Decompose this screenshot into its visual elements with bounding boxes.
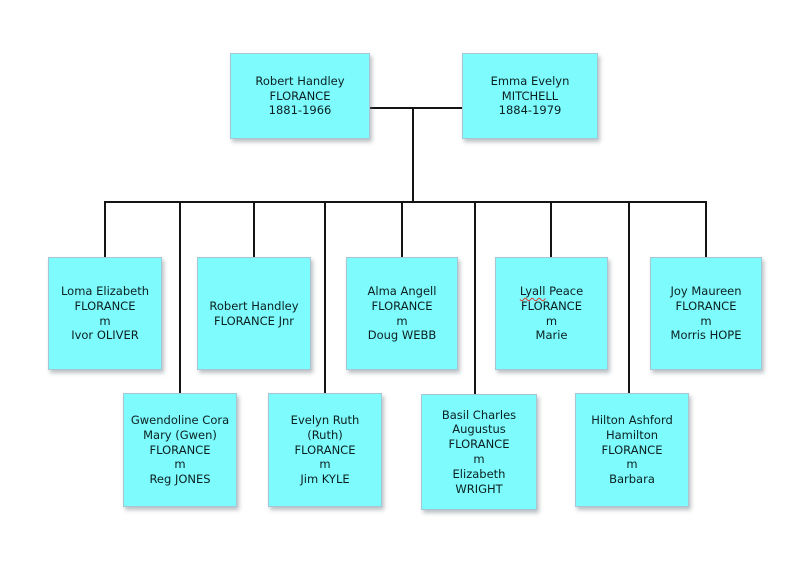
- person-name-line: Alma Angell: [367, 283, 437, 298]
- connector-stub-robert-jnr: [253, 202, 255, 258]
- person-name-line: Loma Elizabeth: [60, 283, 150, 298]
- person-surname-line: FLORANCE: [448, 437, 510, 452]
- person-name-line-2: (Ruth): [307, 427, 343, 442]
- connector-stub-evelyn: [324, 202, 326, 395]
- person-box-joy-maureen-florance[interactable]: Joy Maureen FLORANCE m Morris HOPE: [650, 257, 762, 370]
- marriage-abbrev: m: [319, 457, 331, 472]
- marriage-abbrev: m: [473, 452, 485, 466]
- spouse-surname-line: WRIGHT: [455, 481, 503, 496]
- person-surname-line: FLORANCE: [74, 298, 136, 313]
- person-name-line: Evelyn Ruth: [290, 413, 360, 427]
- connector-stub-gwendoline: [179, 202, 181, 395]
- marriage-abbrev: m: [174, 457, 186, 472]
- person-name-line: Emma Evelyn: [490, 73, 570, 88]
- person-name-line: Lyall Peace: [520, 284, 583, 299]
- person-name-line-2: Hamilton: [605, 427, 659, 442]
- person-box-alma-angell-florance[interactable]: Alma Angell FLORANCE m Doug WEBB: [346, 257, 458, 370]
- marriage-abbrev: m: [626, 457, 638, 472]
- person-box-robert-handley-florance-jnr[interactable]: Robert Handley FLORANCE Jnr: [197, 257, 311, 370]
- person-surname-line: MITCHELL: [501, 88, 559, 103]
- person-box-lyall-peace-florance[interactable]: Lyall Peace FLORANCE m Marie: [495, 257, 608, 370]
- spouse-name-line: Ivor OLIVER: [71, 328, 139, 343]
- spouse-name-line: Barbara: [609, 472, 655, 487]
- spouse-name-line: Marie: [535, 328, 568, 343]
- person-box-basil-charles-augustus-florance[interactable]: Basil Charles Augustus FLORANCE m Elizab…: [421, 394, 537, 510]
- spouse-name-line: Morris HOPE: [670, 328, 742, 343]
- spouse-name-line: Elizabeth: [452, 466, 506, 481]
- person-box-evelyn-ruth-florance[interactable]: Evelyn Ruth (Ruth) FLORANCE m Jim KYLE: [268, 393, 382, 507]
- connector-stub-joy: [705, 202, 707, 258]
- connector-marriage-line: [368, 107, 464, 109]
- marriage-abbrev: m: [396, 313, 408, 328]
- person-name-line: Robert Handley: [255, 73, 345, 88]
- person-box-gwendoline-cora-mary-florance[interactable]: Gwendoline Cora Mary (Gwen) FLORANCE m R…: [123, 393, 237, 507]
- connector-stub-alma: [401, 202, 403, 258]
- person-surname-line: FLORANCE: [601, 442, 663, 457]
- connector-sibling-rail: [104, 201, 707, 203]
- person-surname-line: FLORANCE: [675, 298, 737, 313]
- connector-marriage-drop: [412, 108, 414, 203]
- person-box-hilton-ashford-hamilton-florance[interactable]: Hilton Ashford Hamilton FLORANCE m Barba…: [575, 393, 689, 507]
- person-name-line: Gwendoline Cora: [130, 413, 230, 427]
- person-name-line: Hilton Ashford: [591, 413, 673, 427]
- person-dates-line: 1881-1966: [268, 103, 332, 118]
- spouse-name-line: Jim KYLE: [300, 472, 350, 487]
- connector-stub-hilton: [628, 202, 630, 395]
- person-name-line: Robert Handley: [209, 298, 299, 313]
- person-name-line-2: Mary (Gwen): [143, 427, 217, 442]
- person-box-emma-evelyn-mitchell[interactable]: Emma Evelyn MITCHELL 1884-1979: [462, 53, 598, 139]
- person-name-line: Joy Maureen: [670, 283, 742, 298]
- spouse-name-line: Reg JONES: [149, 472, 211, 487]
- person-surname-line: FLORANCE: [294, 442, 356, 457]
- marriage-abbrev: m: [99, 313, 111, 328]
- person-name-line-rest: Peace: [545, 283, 584, 298]
- person-dates-line: 1884-1979: [498, 103, 562, 118]
- person-name-line: Basil Charles: [441, 407, 517, 422]
- person-surname-line: FLORANCE: [521, 298, 582, 313]
- marriage-abbrev: m: [700, 313, 712, 328]
- misspelled-word: Lyall: [519, 283, 546, 298]
- connector-stub-lyall: [550, 202, 552, 258]
- person-surname-line: FLORANCE: [149, 442, 211, 457]
- person-surname-line: FLORANCE Jnr: [213, 313, 295, 328]
- person-name-line-2: Augustus: [452, 422, 506, 437]
- person-surname-line: FLORANCE: [371, 298, 433, 313]
- connector-stub-basil: [474, 202, 476, 396]
- person-surname-line: FLORANCE: [269, 88, 331, 103]
- marriage-abbrev: m: [545, 313, 558, 328]
- connector-stub-loma: [104, 202, 106, 258]
- person-box-robert-handley-florance[interactable]: Robert Handley FLORANCE 1881-1966: [230, 53, 370, 139]
- person-box-loma-elizabeth-florance[interactable]: Loma Elizabeth FLORANCE m Ivor OLIVER: [48, 257, 162, 370]
- spouse-name-line: Doug WEBB: [367, 328, 437, 343]
